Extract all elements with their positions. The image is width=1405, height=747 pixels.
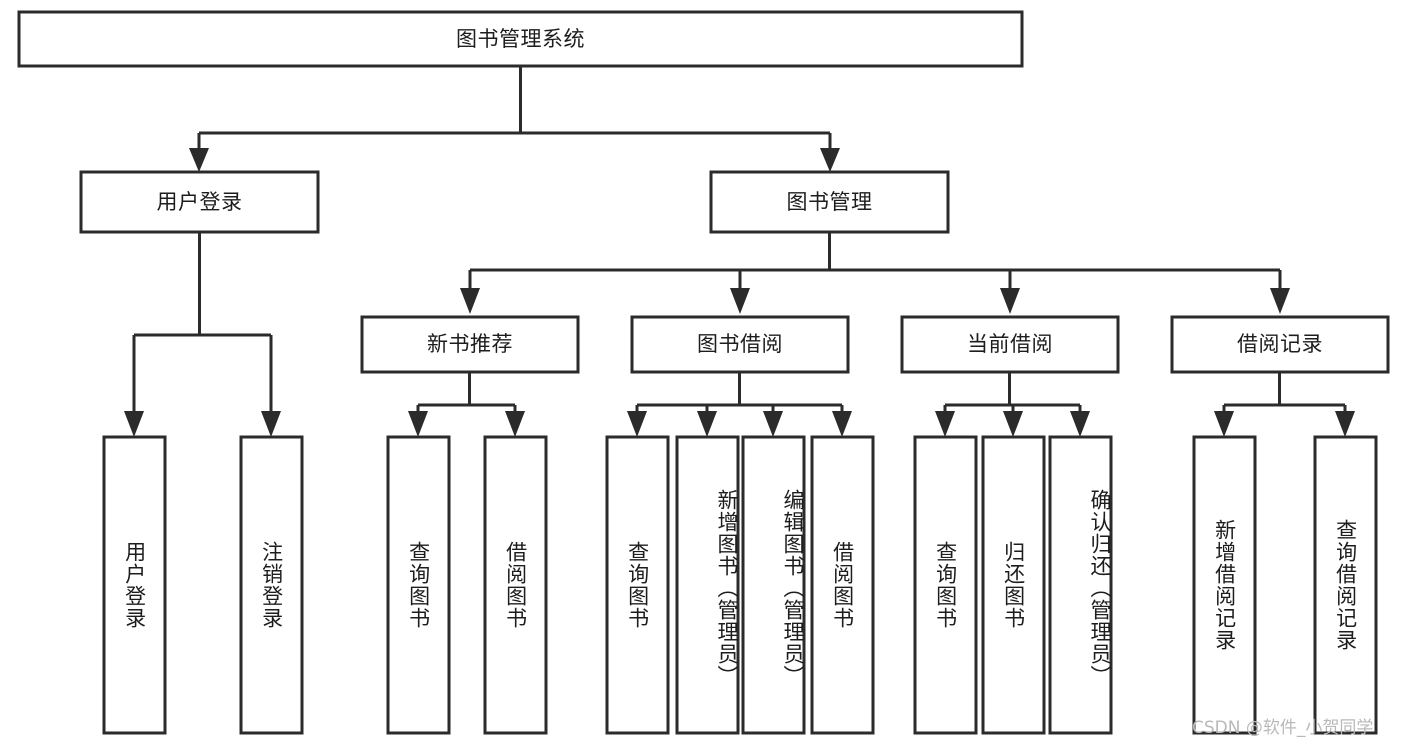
edge-book-manage-bus <box>468 232 1282 292</box>
node-box-leaf-user-login[interactable] <box>102 435 167 735</box>
node-box-new-book-rec[interactable] <box>360 315 580 374</box>
arrow-root-to-user-login <box>189 148 209 172</box>
node-box-root[interactable] <box>17 10 1024 68</box>
node-box-leaf-add-record[interactable] <box>1192 435 1257 735</box>
arrow-book-borrow-to-borrow-book <box>832 411 852 437</box>
arrow-current-borrow-to-return-book <box>1003 411 1023 437</box>
arrow-book-manage-to-current-borrow <box>1000 288 1020 314</box>
node-box-current-borrow[interactable] <box>900 315 1120 374</box>
arrow-book-manage-to-borrow-record <box>1270 288 1290 314</box>
arrow-new-book-rec-to-query-book <box>408 411 428 437</box>
node-box-book-borrow[interactable] <box>630 315 850 374</box>
node-box-book-manage[interactable] <box>709 170 950 234</box>
arrow-book-manage-to-new-book-rec <box>460 288 480 314</box>
node-box-leaf-confirm-return[interactable] <box>1048 435 1113 735</box>
node-box-user-login[interactable] <box>79 170 320 234</box>
arrow-current-borrow-to-query-book <box>935 411 955 437</box>
arrow-current-borrow-to-confirm-return <box>1070 411 1090 437</box>
node-box-leaf-query-book-2[interactable] <box>605 435 670 735</box>
node-box-leaf-query-book-1[interactable] <box>386 435 451 735</box>
node-box-leaf-edit-book[interactable] <box>741 435 806 735</box>
edge-borrow-record-bus <box>1222 372 1347 415</box>
node-box-leaf-borrow-book-1[interactable] <box>483 435 548 735</box>
node-box-leaf-query-record[interactable] <box>1313 435 1378 735</box>
edge-book-borrow-bus <box>635 372 844 415</box>
node-box-leaf-logout[interactable] <box>239 435 304 735</box>
edge-current-borrow-bus <box>943 372 1082 415</box>
arrow-new-book-rec-to-borrow-book <box>505 411 525 437</box>
arrow-borrow-record-to-add-record <box>1214 411 1234 437</box>
node-box-borrow-record[interactable] <box>1170 315 1390 374</box>
node-box-leaf-return-book[interactable] <box>981 435 1046 735</box>
arrow-book-borrow-to-edit-book <box>763 411 783 437</box>
edge-new-book-rec-bus <box>416 372 517 415</box>
node-box-leaf-borrow-book-2[interactable] <box>810 435 875 735</box>
arrow-user-login-to-leaf-user-login <box>124 411 144 437</box>
arrow-root-to-book-manage <box>820 148 840 172</box>
arrow-user-login-to-leaf-logout <box>261 411 281 437</box>
node-box-leaf-query-book-3[interactable] <box>913 435 978 735</box>
arrow-book-borrow-to-add-book <box>697 411 717 437</box>
arrow-borrow-record-to-query-record <box>1335 411 1355 437</box>
edge-user-login-bus <box>132 232 273 415</box>
node-box-leaf-add-book[interactable] <box>675 435 740 735</box>
arrow-book-borrow-to-query-book <box>627 411 647 437</box>
edge-root-bus <box>197 66 832 152</box>
arrow-book-manage-to-book-borrow <box>730 288 750 314</box>
